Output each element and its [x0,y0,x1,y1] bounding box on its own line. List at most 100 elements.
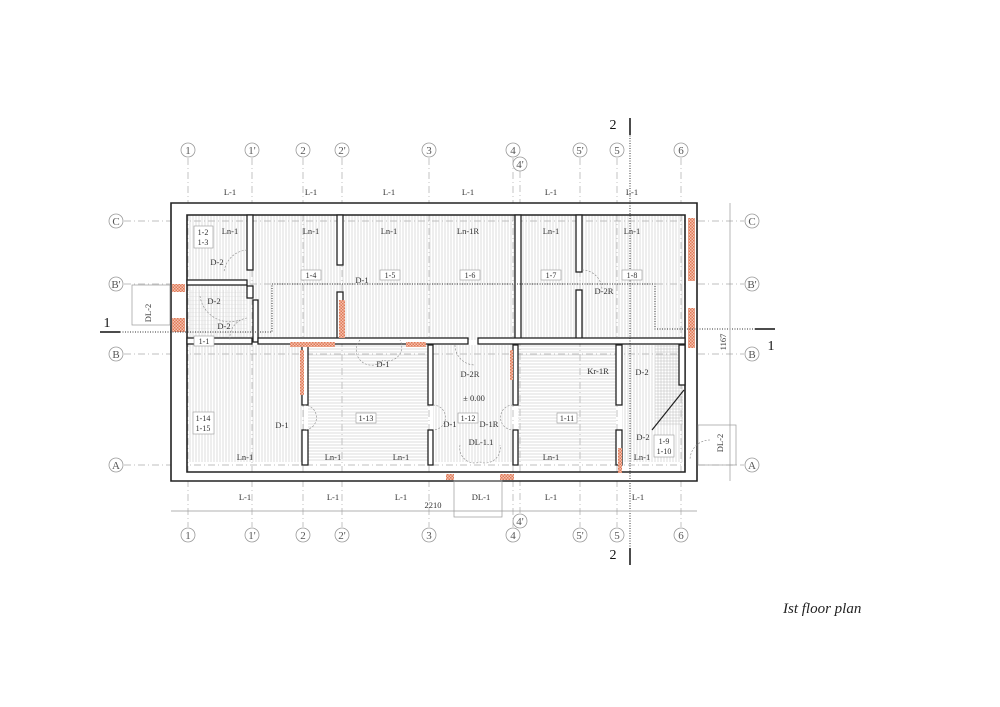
label-windows-L: L-1 [224,187,236,197]
label-rooms-r1_6: 1-6 [465,271,476,280]
section-marks: 1 1 2 2 [104,118,775,563]
label-axes-vertical-5: 4 [510,145,516,157]
masonry-patches [172,218,695,480]
room-tags: 1-21-3 1-4 1-5 1-6 1-7 1-8 1-1 1-141-15 … [192,225,675,458]
label-doors-DL1: DL-1 [472,492,490,502]
label-rooms-r1_4: 1-4 [306,271,317,280]
label-doors-Kr: Kr-1R [587,366,609,376]
label-windows-L: L-1 [632,492,644,502]
label-windows-L: L-1 [305,187,317,197]
label-axes-horizontal-0: C [748,216,755,228]
label-axes-vertical-4: 3 [426,145,432,157]
label-axes-vertical-9: 6 [678,530,684,542]
label-axes-horizontal-3: A [112,460,120,472]
label-axes-vertical-6: 4' [516,516,524,528]
label-doors-D1R: D-1R [480,419,499,429]
label-rooms-r1_13: 1-13 [359,414,374,423]
label-rooms-r1_5: 1-5 [385,271,396,280]
label-windows-L: L-1 [395,492,407,502]
label-rooms-r1_15: 1-15 [196,424,211,433]
plan-title: Ist floor plan [782,601,861,617]
label-windows-L: L-1 [327,492,339,502]
label-windows-Ln: Ln-1 [624,226,641,236]
label-rooms-r1_3: 1-3 [198,238,209,247]
label-axes-vertical-3: 2' [338,530,346,542]
label-doors-DL2: DL-2 [143,304,153,322]
label-doors-D1: D-1 [355,275,368,285]
label-axes-vertical-4: 3 [426,530,432,542]
label-windows-L: L-1 [545,187,557,197]
label-doors-D2: D-2 [207,296,220,306]
level-mark: ± 0.00 [463,393,485,403]
dimensions: 2210 1167 ± 0.00 [171,203,731,512]
walls [170,202,698,482]
label-rooms-r1_10: 1-10 [657,447,672,456]
label-sections-s2: 2 [610,548,617,563]
label-axes-horizontal-1: B' [111,279,120,291]
label-rooms-r1_1: 1-1 [199,337,210,346]
label-windows-L: L-1 [383,187,395,197]
axis-bubbles: 1 1' 2 2' 3 4 4' 5' 5 6 1 1' 2 2' 3 4 4'… [108,142,760,543]
label-doors-DL2: DL-2 [715,434,725,452]
label-axes-vertical-6: 4' [516,159,524,171]
label-windows-Ln: Ln-1 [303,226,320,236]
label-doors-D2R: D-2R [595,286,614,296]
label-doors-D1: D-1 [376,359,389,369]
label-doors-D2: D-2 [210,257,223,267]
label-axes-horizontal-2: B [112,349,119,361]
label-axes-vertical-0: 1 [185,145,191,157]
door-labels: D-2 D-2 D-2 D-1 D-1 D-2R D-1 D-1 D-1R DL… [143,257,725,502]
label-rooms-r1_9: 1-9 [659,437,670,446]
label-doors-D2: D-2 [636,432,649,442]
label-windows-Ln: Ln-1 [543,452,560,462]
label-windows-Ln: Ln-1 [393,452,410,462]
label-windows-L: L-1 [626,187,638,197]
section-cut-lines [100,118,775,565]
label-rooms-r1_7: 1-7 [546,271,557,280]
label-windows-Ln: Ln-1 [325,452,342,462]
door-swings [131,249,737,518]
label-windows-Ln: Ln-1 [634,452,651,462]
label-windows-LnR: Ln-1R [457,226,480,236]
label-windows-Ln: Ln-1 [222,226,239,236]
label-axes-vertical-8: 5 [614,145,620,157]
label-sections-s1: 1 [768,339,775,354]
label-windows-Ln: Ln-1 [543,226,560,236]
label-axes-vertical-8: 5 [614,530,620,542]
label-sections-s1: 1 [104,316,111,331]
label-axes-horizontal-1: B' [747,279,756,291]
label-axes-horizontal-3: A [748,460,756,472]
label-axes-vertical-1: 1' [248,530,256,542]
label-doors-DL11: DL-1.1 [469,437,494,447]
label-doors-D2R: D-2R [461,369,480,379]
label-windows-L: L-1 [462,187,474,197]
label-rooms-r1_12: 1-12 [461,414,476,423]
label-axes-horizontal-0: C [112,216,119,228]
label-rooms-r1_2: 1-2 [198,228,209,237]
label-axes-vertical-5: 4 [510,530,516,542]
label-doors-D1: D-1 [275,420,288,430]
label-sections-s2: 2 [610,118,617,133]
window-labels: L-1 L-1 L-1 L-1 L-1 L-1 L-1 L-1 L-1 L-1 … [222,187,651,502]
label-axes-vertical-9: 6 [678,145,684,157]
label-axes-vertical-1: 1' [248,145,256,157]
label-axes-vertical-7: 5' [576,530,584,542]
label-windows-Ln: Ln-1 [381,226,398,236]
label-axes-horizontal-2: B [748,349,755,361]
label-doors-D2: D-2 [217,321,230,331]
depth-dimension: 1167 [718,334,728,351]
label-doors-D1: D-1 [443,419,456,429]
width-dimension: 2210 [425,500,442,510]
label-axes-vertical-7: 5' [576,145,584,157]
label-axes-vertical-2: 2 [300,530,306,542]
label-rooms-r1_8: 1-8 [627,271,638,280]
label-axes-vertical-0: 1 [185,530,191,542]
label-doors-D2: D-2 [635,367,648,377]
label-axes-vertical-3: 2' [338,145,346,157]
label-windows-L: L-1 [239,492,251,502]
label-windows-Ln: Ln-1 [237,452,254,462]
label-rooms-r1_11: 1-11 [560,414,574,423]
label-axes-vertical-2: 2 [300,145,306,157]
label-rooms-r1_14: 1-14 [196,414,211,423]
